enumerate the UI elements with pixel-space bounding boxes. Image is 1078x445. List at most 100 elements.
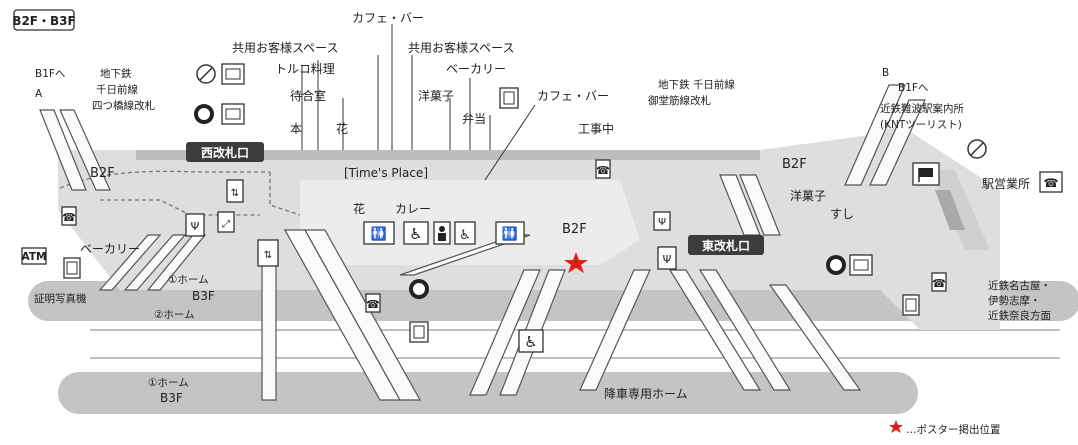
locker-icon	[849, 254, 873, 276]
photo-booth-label: 証明写真機	[34, 292, 87, 305]
restroom-icon: 🚻	[495, 221, 525, 245]
b3f-mid-label: B3F	[192, 289, 215, 303]
phone-icon: ☎	[61, 206, 77, 226]
home1-lower-label: ①ホーム	[148, 377, 189, 389]
alighting-platform-label: 降車専用ホーム	[604, 387, 688, 401]
western-sweets-label: 洋菓子	[418, 88, 454, 103]
phone-icon: ☎	[931, 272, 947, 292]
floor-badge-box	[13, 9, 75, 31]
east-gate	[688, 235, 764, 255]
svg-text:☎: ☎	[366, 298, 380, 311]
sushi-label: すし	[830, 207, 854, 221]
legend-label: …ポスター掲出位置	[906, 423, 1001, 436]
svg-text:Ψ: Ψ	[658, 217, 666, 228]
no-smoking-icon	[826, 255, 846, 275]
locker-icon	[221, 63, 245, 85]
no-smoking-icon	[967, 139, 987, 159]
poster-star-marker	[564, 252, 588, 273]
legend: …ポスター掲出位置	[889, 420, 1001, 436]
no-smoking-icon	[196, 64, 216, 84]
escalator-5	[579, 269, 651, 391]
elevator-icon: ⇅	[226, 179, 244, 203]
stair-a-2	[39, 109, 87, 191]
b2f-right-label: B2F	[782, 157, 807, 172]
ticket-machine-icon: Ψ	[185, 213, 205, 237]
b3f-lower-label: B3F	[160, 391, 183, 405]
common-space-2: 共用お客様スペース	[408, 40, 515, 55]
elevator-icon: ⇅	[257, 239, 279, 267]
construction-label: 工事中	[578, 121, 614, 136]
ticket-machine-icon: Ψ	[657, 246, 677, 270]
kintetsu-info-2: (KNTツーリスト)	[880, 119, 962, 131]
no-smoking-icon	[409, 279, 429, 299]
atm-label: ATM	[22, 251, 47, 263]
bakery-left-label: ベーカリー	[80, 242, 140, 256]
b2f-center-label: B2F	[562, 222, 587, 237]
stair-a-1	[59, 109, 111, 191]
stairs-group	[39, 84, 926, 401]
subway-sennichimae-2: 御堂筋線改札	[648, 94, 711, 107]
escalator-3	[469, 269, 541, 396]
flower-top-label: 花	[336, 121, 348, 136]
stair-b-2	[869, 99, 926, 186]
floor-badge: B2F・B3F	[12, 14, 75, 28]
b2f-left-label: B2F	[90, 166, 115, 181]
wheelchair-icon: ♿	[454, 221, 476, 245]
station-office-label: 駅営業所	[982, 177, 1030, 191]
svg-text:⇅: ⇅	[264, 250, 272, 261]
turkish-label: トルコ料理	[275, 62, 335, 76]
svg-text:🚻: 🚻	[371, 226, 387, 242]
west-gate	[186, 142, 264, 162]
times-place-label: [Time's Place]	[344, 166, 428, 180]
bento-label: 弁当	[462, 111, 486, 126]
ticket-machine-icon: Ψ	[653, 211, 671, 231]
coin-locker-icon	[499, 87, 519, 109]
svg-text:♿: ♿	[524, 333, 537, 351]
escalator-8	[768, 284, 862, 391]
subway-sennichimae-1: 地下鉄 千日前線	[658, 78, 735, 91]
flower-mid-label: 花	[353, 201, 365, 216]
escalator-icon: ⤢	[217, 211, 235, 233]
exit-a-label: A	[35, 88, 43, 100]
svg-text:☎: ☎	[1044, 176, 1059, 190]
legend-star-icon	[889, 420, 903, 433]
info-flag-icon	[912, 162, 940, 186]
stair-1	[98, 234, 162, 291]
svg-text:♿: ♿	[409, 225, 422, 243]
phone-icon: ☎	[1039, 171, 1063, 193]
svg-text:Ψ: Ψ	[191, 220, 200, 233]
stair-vertical	[261, 264, 277, 401]
subway-yotsuhashi-1: 地下鉄	[100, 67, 132, 80]
exit-block-dark	[935, 190, 965, 230]
restroom-icon: 🚻	[363, 221, 395, 245]
svg-text:☎: ☎	[932, 277, 946, 290]
leader-lines	[301, 24, 536, 181]
east-gate-label: 東改札口	[702, 238, 750, 253]
wheelchair-icon: ♿	[518, 329, 544, 353]
svg-text:🚻: 🚻	[502, 226, 518, 242]
escalator-6	[668, 269, 762, 391]
phone-icon: ☎	[365, 293, 381, 313]
phone-icon: ☎	[595, 159, 611, 179]
stair-4	[399, 234, 531, 276]
curry-label: カレー	[395, 202, 431, 216]
escalator-2	[303, 229, 422, 401]
coin-locker-icon	[409, 321, 429, 343]
svg-text:Ψ: Ψ	[663, 253, 672, 266]
b1f-right-label: B1Fへ	[898, 82, 928, 94]
svg-text:⤢: ⤢	[222, 219, 230, 230]
home2-label: ②ホーム	[154, 309, 195, 321]
escalator-7	[698, 269, 792, 391]
subway-yotsuhashi-3: 四つ橋線改札	[92, 99, 155, 112]
atm-icon: ATM	[21, 247, 47, 265]
restroom-icon	[433, 221, 451, 245]
bakery-top-label: ベーカリー	[446, 62, 506, 76]
book-label: 本	[290, 122, 302, 136]
cafe-bar-top: カフェ・バー	[352, 11, 424, 25]
waiting-room-label: 待合室	[290, 88, 326, 103]
kintetsu-dest-2: 伊勢志摩・	[988, 294, 1041, 307]
locker-icon	[221, 103, 245, 125]
stair-b-1	[844, 84, 906, 186]
no-smoking-icon	[194, 104, 214, 124]
west-gate-label: 西改札口	[201, 145, 249, 160]
